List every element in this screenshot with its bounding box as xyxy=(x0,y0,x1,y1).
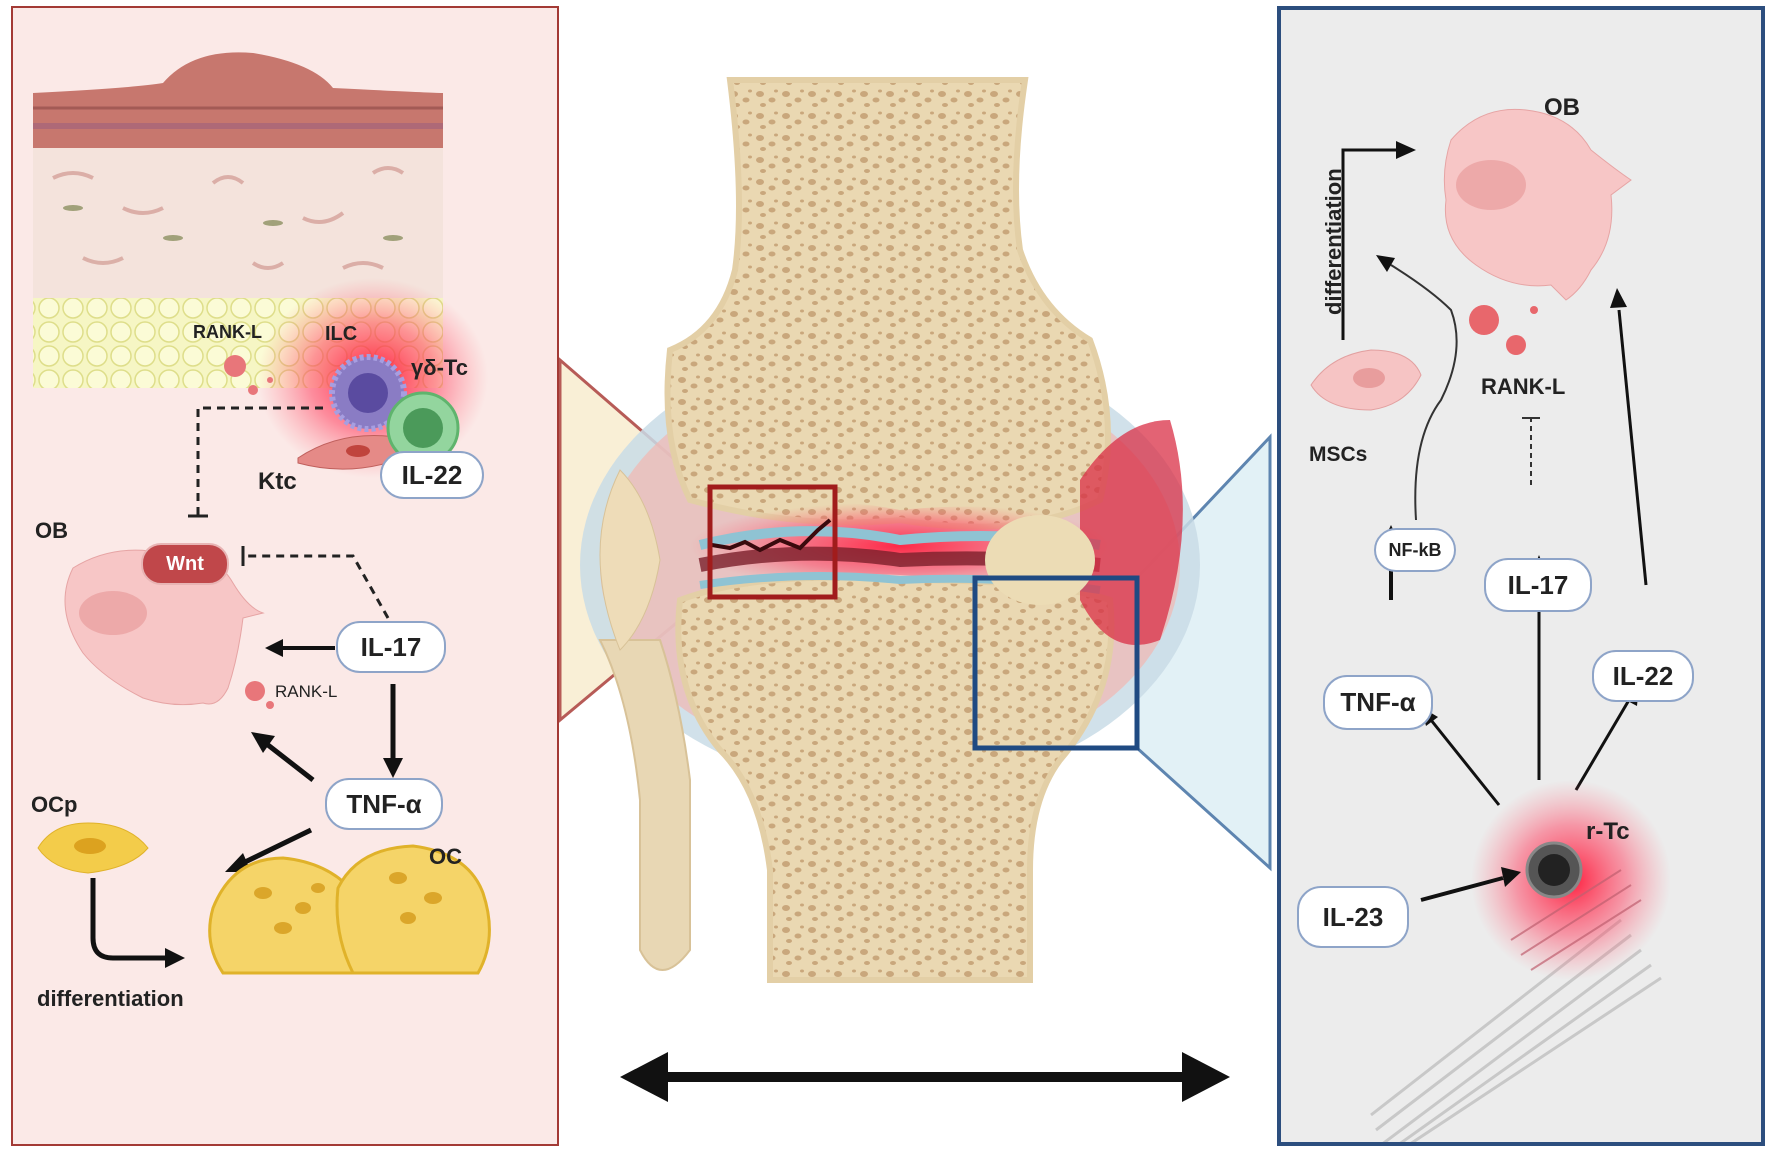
il22-pill-left: IL-22 xyxy=(380,451,484,499)
il17-pill-left: IL-17 xyxy=(336,621,446,673)
il22-pill-right: IL-22 xyxy=(1592,650,1694,702)
enthesis-panel: OB differentiation RANK-L MSCs NF-kB IL-… xyxy=(1277,6,1765,1146)
ob-label-right: OB xyxy=(1544,94,1580,121)
ob-label-left: OB xyxy=(35,518,68,543)
oc-cell-2 xyxy=(335,844,491,975)
ocp-label: OCp xyxy=(31,792,78,817)
nfkb-pill: NF-kB xyxy=(1374,528,1456,572)
msc-differentiation-arrow xyxy=(1341,148,1399,340)
right-zoom-box xyxy=(972,575,1140,751)
mscs-label: MSCs xyxy=(1309,443,1368,466)
left-zoom-box xyxy=(707,484,838,600)
ilc-inhibit-line xyxy=(196,406,323,515)
patella xyxy=(1080,420,1183,645)
differentiation-label-right: differentiation xyxy=(1321,168,1346,315)
ob-cell-right xyxy=(1443,108,1632,301)
rankl-mid-dot xyxy=(245,681,265,701)
differentiation-label-left: differentiation xyxy=(37,986,184,1011)
il17-wnt-inhibit xyxy=(243,554,390,619)
il23-pill: IL-23 xyxy=(1297,886,1409,948)
femur xyxy=(664,77,1111,530)
enthesis-panel-drawing xyxy=(1310,108,1671,1142)
gd-tc-label: γδ-Tc xyxy=(411,355,468,380)
rankl-mid-label: RANK-L xyxy=(275,682,338,701)
ilc-label: ILC xyxy=(325,323,358,345)
skin-panel-drawing xyxy=(33,52,491,975)
il17-pill-right: IL-17 xyxy=(1484,558,1592,612)
rankl-label-right: RANK-L xyxy=(1481,374,1566,399)
rtc-label: r-Tc xyxy=(1586,818,1630,845)
fibula xyxy=(598,639,691,971)
wnt-badge: Wnt xyxy=(141,543,229,585)
arrow-right-head xyxy=(1182,1052,1230,1102)
ktc-label: Ktc xyxy=(258,468,297,495)
tnfa-pill-right: TNF-α xyxy=(1323,675,1433,730)
rankl-dot xyxy=(224,355,246,377)
epidermis xyxy=(33,52,443,148)
ocp-differentiation-arrow xyxy=(90,878,168,961)
tibia xyxy=(675,574,1115,983)
arrow-left-head xyxy=(620,1052,668,1102)
nfkb-to-msc-line xyxy=(1390,264,1458,521)
lesion xyxy=(711,518,832,553)
tnfa-pill-left: TNF-α xyxy=(325,778,443,830)
skin-inflammation-panel: RANK-L ILC γδ-Tc Ktc IL-22 OB Wnt IL-17 … xyxy=(11,6,559,1146)
rankl-top-label: RANK-L xyxy=(193,322,262,342)
oc-label: OC xyxy=(429,844,462,869)
